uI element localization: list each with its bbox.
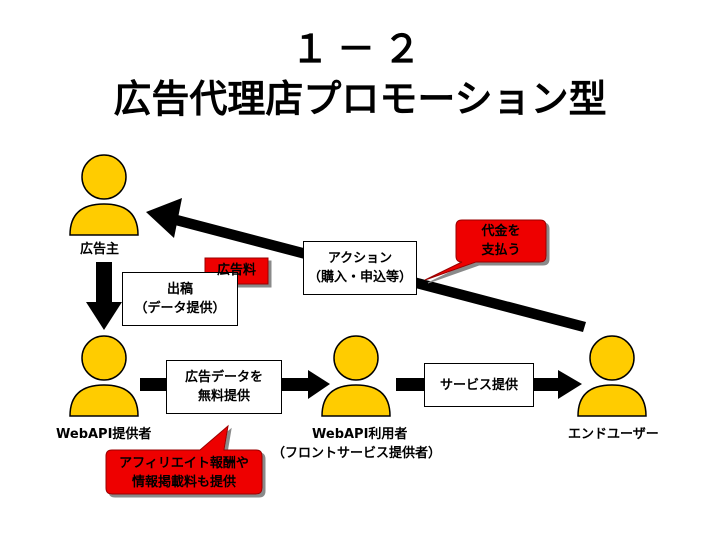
- advertiser-person-icon: [69, 154, 139, 236]
- end-user-person-icon: [577, 335, 647, 417]
- api-provider-person-icon: [69, 335, 139, 417]
- api-provider-label: WebAPI提供者: [56, 427, 152, 442]
- api-user-person-icon: [321, 335, 391, 417]
- title-line-1: １－２: [290, 27, 429, 71]
- ad-fee-callout: 広告料: [216, 263, 256, 278]
- service-box-text: サービス提供: [439, 377, 518, 393]
- submission-box: 出稿 （データ提供）: [122, 272, 238, 326]
- payment-callout: 代金を 支払う: [456, 222, 546, 260]
- action-box-line-2: （購入・申込等）: [307, 270, 412, 285]
- affiliate-callout-line-2: 情報掲載料も提供: [131, 475, 236, 490]
- api-user-sublabel: （フロントサービス提供者）: [272, 446, 442, 461]
- ad-data-box-line-2: 無料提供: [197, 389, 250, 404]
- api-user-label: WebAPI利用者: [312, 427, 408, 442]
- submission-box-line-1: 出稿: [166, 282, 193, 297]
- title-line-2: 広告代理店プロモーション型: [113, 77, 607, 121]
- payment-callout-line-2: 支払う: [481, 243, 521, 258]
- payment-callout-line-1: 代金を: [481, 224, 521, 239]
- submission-box-line-2: （データ提供）: [134, 301, 226, 316]
- end-user-label: エンドユーザー: [568, 427, 659, 442]
- action-box: アクション （購入・申込等）: [303, 241, 417, 295]
- payment-callout-shape: [424, 219, 547, 281]
- advertiser-label: 広告主: [80, 242, 120, 257]
- ad-data-box: 広告データを 無料提供: [166, 360, 282, 414]
- submission-down-arrow: [86, 262, 122, 330]
- affiliate-callout-shape: [105, 424, 263, 495]
- service-box: サービス提供: [424, 363, 534, 407]
- affiliate-callout-line-1: アフィリエイト報酬や: [119, 456, 249, 471]
- ad-data-box-line-1: 広告データを: [184, 370, 263, 385]
- action-box-line-1: アクション: [327, 251, 393, 266]
- affiliate-callout: アフィリエイト報酬や 情報掲載料も提供: [106, 454, 262, 492]
